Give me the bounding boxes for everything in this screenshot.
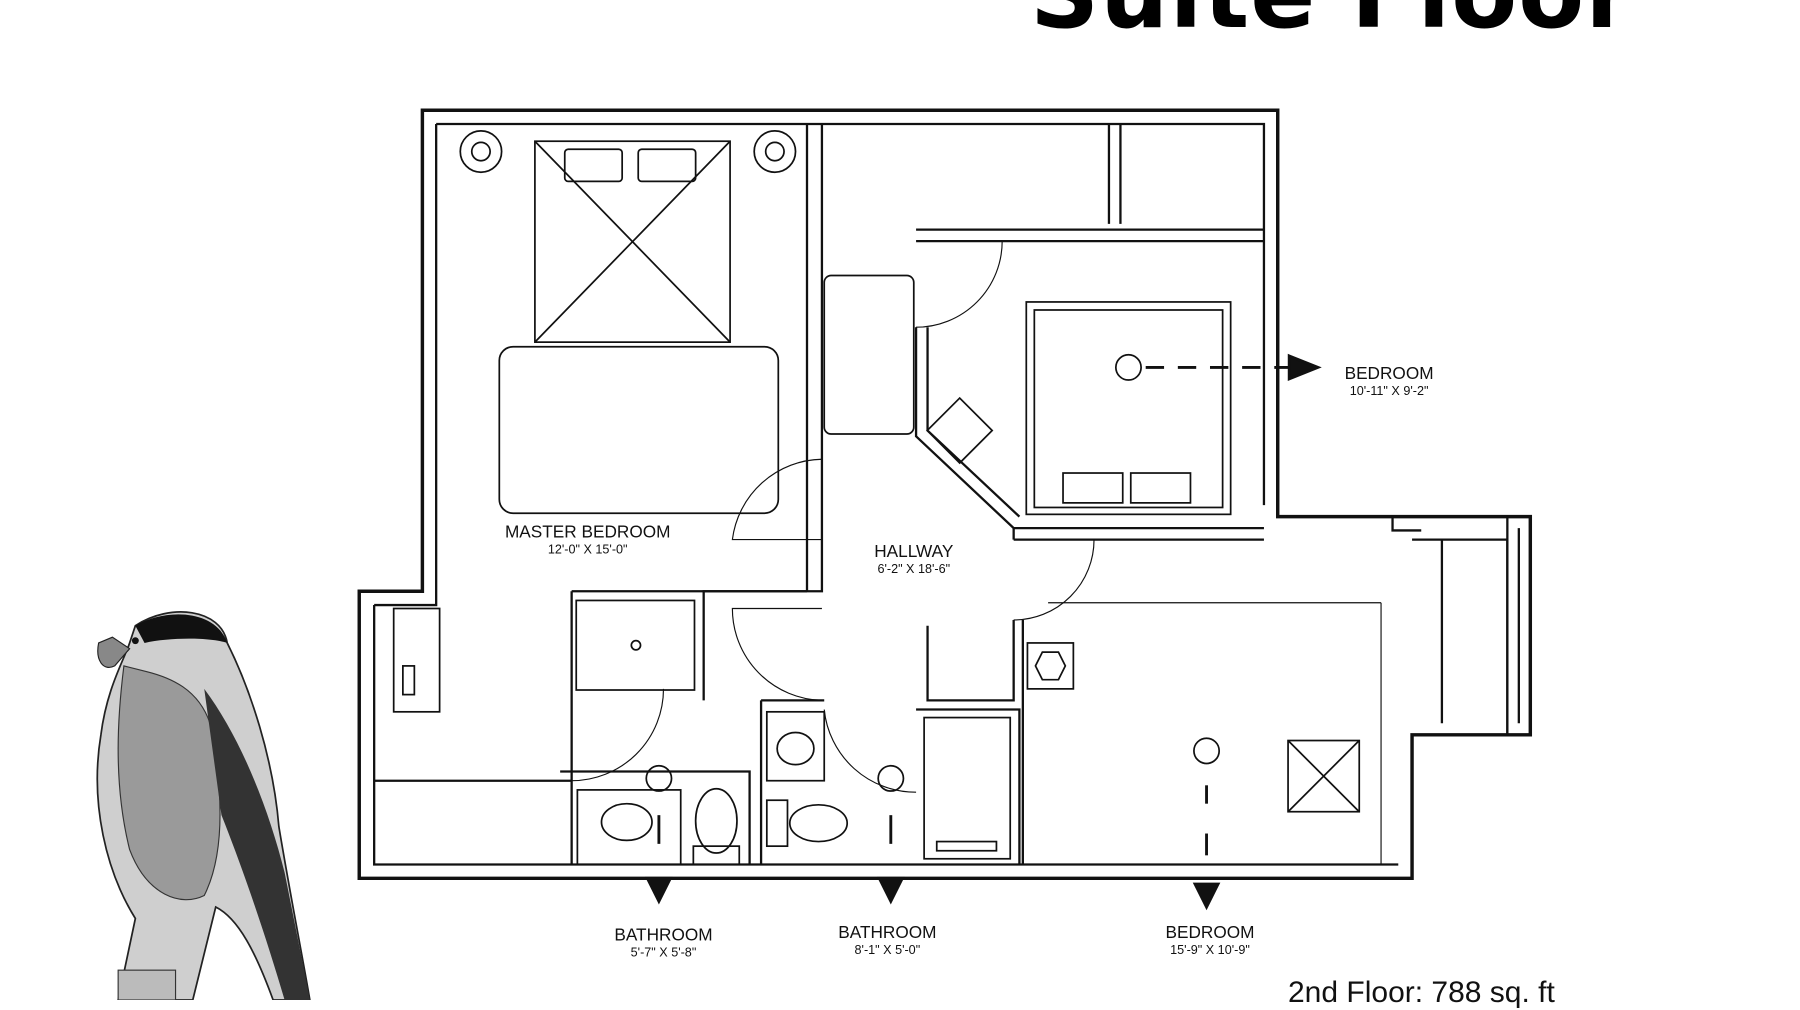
caracara-bird-illustration bbox=[96, 611, 311, 1000]
room-size-bedroom-2: 15'-9" X 10'-9" bbox=[1170, 943, 1250, 957]
room-size-master-bedroom: 12'-0" X 15'-0" bbox=[548, 542, 628, 556]
room-size-bathroom-2: 8'-1" X 5'-0" bbox=[855, 943, 921, 957]
room-label-bedroom-2: BEDROOM bbox=[1165, 922, 1254, 942]
room-label-bathroom-2: BATHROOM bbox=[838, 922, 936, 942]
floor-area-caption: 2nd Floor: 788 sq. ft bbox=[1288, 976, 1555, 1009]
room-label-bedroom-1: BEDROOM bbox=[1345, 363, 1434, 383]
door-swings bbox=[571, 241, 1382, 865]
room-label-bathroom-1: BATHROOM bbox=[614, 924, 712, 944]
room-size-hallway: 6'-2" X 18'-6" bbox=[877, 562, 950, 576]
room-size-bedroom-1: 10'-11" X 9'-2" bbox=[1350, 384, 1429, 398]
page-title: Suite Floor bbox=[1030, 0, 1634, 50]
furniture bbox=[392, 130, 1361, 866]
view-arrows bbox=[645, 353, 1322, 911]
room-label-master-bedroom: MASTER BEDROOM bbox=[505, 521, 671, 541]
room-size-bathroom-1: 5'-7" X 5'-8" bbox=[631, 945, 697, 959]
room-label-hallway: HALLWAY bbox=[874, 541, 954, 561]
